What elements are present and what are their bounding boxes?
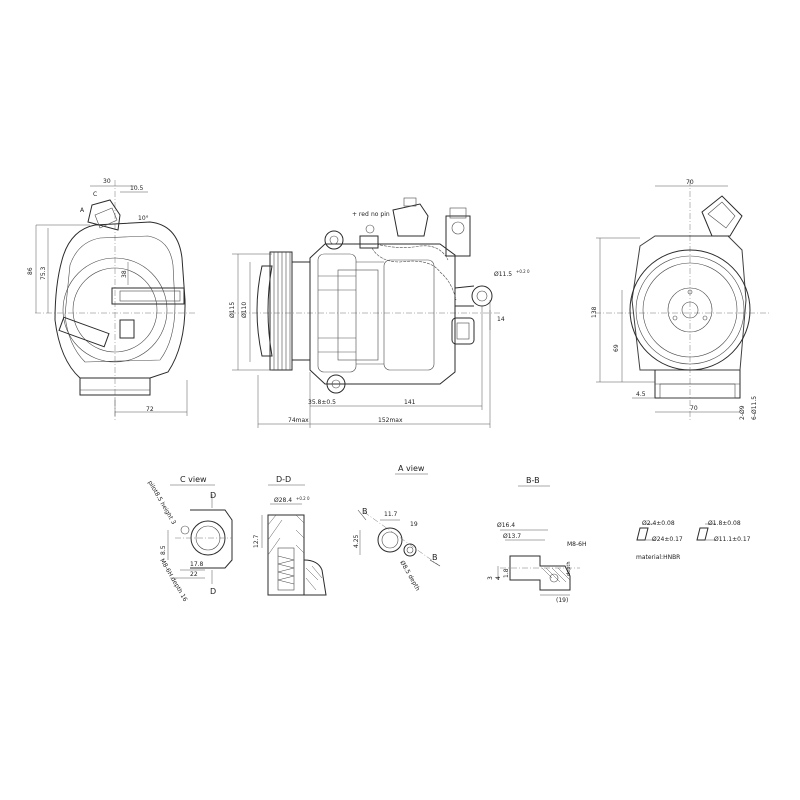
mark-a: A: [80, 207, 85, 214]
dim-138: 138: [591, 306, 598, 318]
dim-72: 72: [146, 406, 154, 413]
b-b-depth: depth: [566, 561, 572, 576]
detail-a-view: A view 11.7 19 4.25 Ø8.5 depth B B: [353, 464, 441, 593]
dim-35-8: 35.8±0.5: [308, 399, 336, 406]
front-left-view: 30 10.5 10° A C 86 75.3 38 72: [27, 178, 195, 420]
c-view-sec-d-bot: D: [210, 587, 216, 596]
oring1-section: Ø2.4±0.08: [642, 520, 675, 527]
c-view-17-8: 17.8: [190, 561, 204, 568]
d-d-height: 12.7: [253, 534, 260, 548]
b-b-16-4: Ø16.4: [497, 522, 515, 529]
dim-dia11-tol: +0.2 0: [516, 269, 530, 274]
b-b-3: 3: [487, 576, 494, 580]
b-b-1-8: 1.8: [503, 568, 510, 578]
o-ring-specs: Ø2.4±0.08 Ø24±0.17 Ø1.8±0.08 Ø11.1±0.17 …: [636, 520, 751, 561]
dim-10-5: 10.5: [130, 185, 144, 192]
c-view-title: C view: [180, 475, 207, 484]
dim-4-5: 4.5: [636, 391, 646, 398]
dim-69: 69: [613, 344, 620, 352]
dim-70-bot: 70: [690, 405, 698, 412]
dim-152max: 152max: [378, 417, 403, 424]
c-view-thread: M8-6H depth 16: [158, 558, 188, 604]
dim-86: 86: [27, 267, 34, 275]
dim-2-holes: 2-Ø9: [739, 405, 746, 420]
d-d-dia: Ø28.4: [274, 497, 292, 504]
a-view-hole: Ø8.5 depth: [398, 560, 421, 593]
mark-c: C: [93, 191, 97, 198]
c-view-8-5: 8.5: [160, 545, 167, 555]
side-view: + red no pin Ø115 Ø110 Ø11.5 +0.2 0 14 3…: [229, 197, 530, 428]
dim-74max: 74max: [288, 417, 309, 424]
a-view-b2: B: [432, 553, 438, 562]
dim-dia110: Ø110: [241, 302, 248, 318]
d-d-tol: +0.2 0: [296, 496, 310, 501]
dim-38: 38: [121, 270, 128, 278]
a-view-title: A view: [398, 464, 425, 473]
note-no-pin: no pin: [371, 211, 390, 218]
dim-30: 30: [103, 178, 111, 185]
dim-angle: 10°: [138, 215, 149, 222]
detail-d-d: D-D Ø28.4 +0.2 0 12.7: [253, 475, 327, 596]
dim-dia11-5: Ø11.5: [494, 271, 512, 278]
b-b-4: 4: [495, 576, 502, 580]
b-b-thread: M8-6H: [567, 541, 587, 548]
note-red: + red: [352, 211, 369, 218]
dim-75-3: 75.3: [40, 266, 47, 280]
c-view-22: 22: [190, 571, 198, 578]
a-view-19: 19: [410, 521, 418, 528]
oring2-diameter: Ø11.1±0.17: [714, 536, 751, 543]
dim-141: 141: [404, 399, 416, 406]
dim-dia115: Ø115: [229, 302, 236, 318]
d-d-title: D-D: [276, 475, 291, 484]
material-note: material:HNBR: [636, 554, 680, 561]
detail-c-view: C view pilot8.5 height 3 M8-6H depth 16 …: [146, 475, 233, 604]
oring2-section: Ø1.8±0.08: [708, 520, 741, 527]
dim-70-top: 70: [686, 179, 694, 186]
dim-14: 14: [497, 316, 505, 323]
b-b-19: (19): [556, 597, 568, 604]
c-view-sec-d-top: D: [210, 491, 216, 500]
a-view-4-25: 4.25: [353, 534, 360, 548]
a-view-11-7: 11.7: [384, 511, 398, 518]
dim-6-holes: 6-Ø11.5: [751, 396, 758, 420]
right-view: 70 138 69 4.5 70 2-Ø9 6-Ø11.5: [591, 179, 770, 420]
detail-b-b: B-B Ø16.4 Ø13.7 M8-6H (19) 3 4 1.8 depth: [487, 476, 587, 604]
oring1-diameter: Ø24±0.17: [652, 536, 683, 543]
b-b-title: B-B: [526, 476, 540, 485]
b-b-13-7: Ø13.7: [503, 533, 521, 540]
c-view-pilot: pilot8.5 height 3: [146, 480, 177, 526]
a-view-b1: B: [362, 507, 368, 516]
